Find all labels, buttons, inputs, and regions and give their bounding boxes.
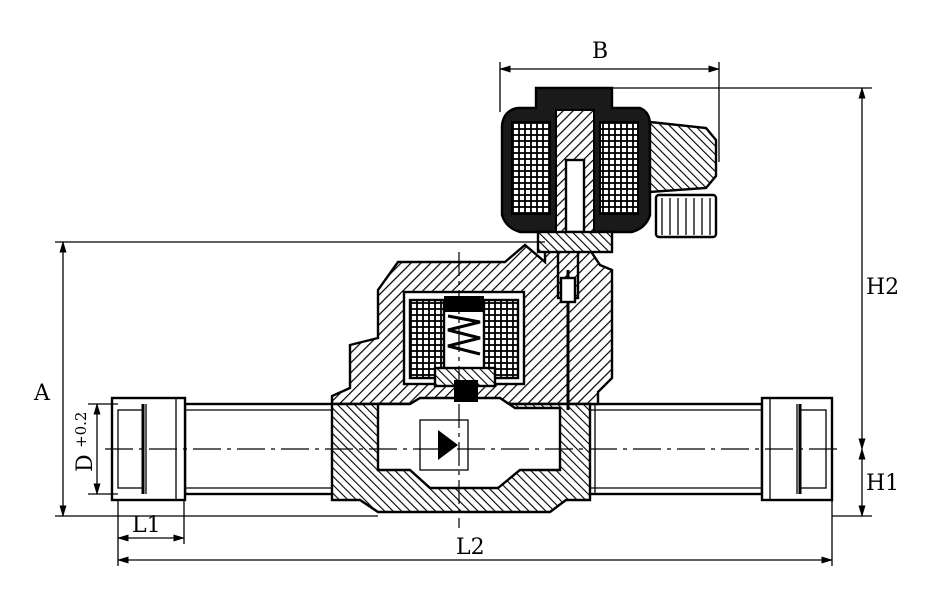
- dimension-h1: H1: [832, 447, 899, 518]
- armature-chamber: [402, 290, 526, 402]
- dimension-a: A: [33, 240, 545, 518]
- dimension-l2-label: L2: [456, 535, 485, 560]
- dimension-l1-label: L1: [132, 513, 161, 538]
- dimension-h2: H2: [612, 86, 899, 451]
- dimension-d-label: D: [73, 454, 98, 472]
- dimension-a-label: A: [33, 381, 51, 406]
- dimension-h1-label: H1: [866, 471, 899, 496]
- dimension-h2-label: H2: [866, 275, 899, 300]
- dimension-l1: L1: [116, 500, 186, 566]
- solenoid-coil-head: [500, 86, 652, 254]
- dimension-b: B: [498, 39, 721, 162]
- dimension-d: D +0.2: [72, 402, 118, 496]
- center-lines: [105, 252, 840, 528]
- cable-gland: [648, 120, 718, 239]
- dimension-l2: L2: [116, 500, 834, 566]
- dimension-b-label: B: [592, 39, 608, 64]
- dimension-d-tolerance: +0.2: [72, 412, 90, 448]
